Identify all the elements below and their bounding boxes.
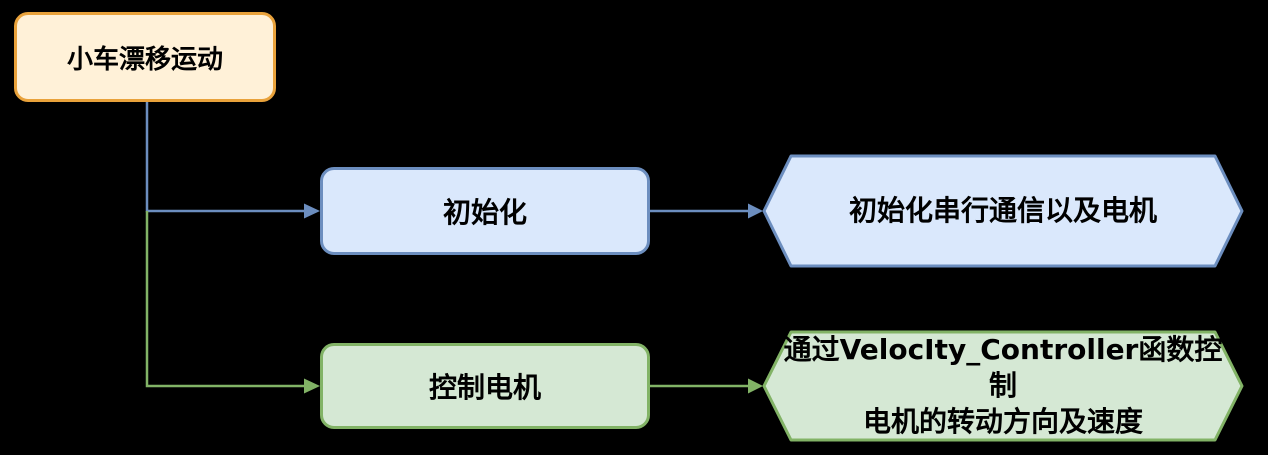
node-init-detail: 初始化串行通信以及电机 bbox=[770, 156, 1236, 266]
arrowhead-root-to-init bbox=[304, 203, 320, 219]
node-motor: 控制电机 bbox=[320, 343, 650, 429]
node-motor-detail-shape bbox=[762, 330, 1244, 442]
arrowhead-root-to-motor bbox=[304, 378, 320, 394]
node-init-detail-shape bbox=[762, 154, 1244, 268]
connector-root-to-init bbox=[145, 102, 304, 213]
arrowhead-motor-to-detail bbox=[748, 378, 763, 394]
node-motor-label: 控制电机 bbox=[428, 371, 541, 404]
node-motor-detail: 通过VelocIty_Controller函数控制 电机的转动方向及速度 bbox=[770, 332, 1236, 440]
node-init: 初始化 bbox=[320, 167, 650, 255]
node-motor-detail-label-line1: 通过VelocIty_Controller函数控制 bbox=[783, 333, 1223, 403]
node-motor-detail-label-line2: 电机的转动方向及速度 bbox=[862, 404, 1143, 438]
arrowhead-init-to-detail bbox=[748, 203, 763, 219]
node-car-drift-label: 小车漂移运动 bbox=[66, 44, 223, 75]
connector-root-to-motor bbox=[145, 211, 304, 388]
node-car-drift: 小车漂移运动 bbox=[14, 12, 276, 102]
node-init-label: 初始化 bbox=[442, 196, 527, 229]
node-init-detail-label: 初始化串行通信以及电机 bbox=[848, 194, 1157, 228]
